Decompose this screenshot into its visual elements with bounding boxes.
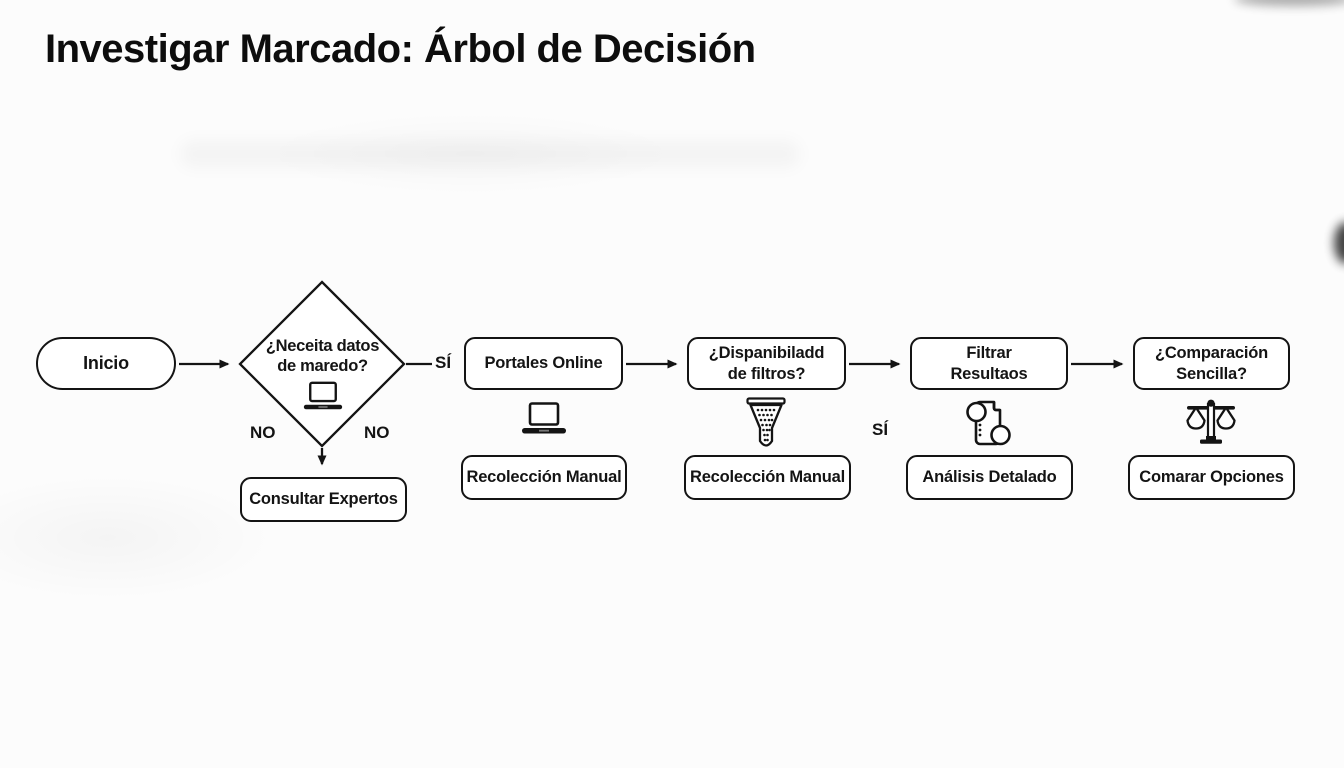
- node-start-label: Inicio: [83, 352, 129, 373]
- node-comparacion-line2: Sencilla?: [1176, 364, 1247, 383]
- laptop-icon: [301, 381, 345, 417]
- node-analisis: Análisis Detalado: [906, 455, 1073, 500]
- node-recoleccion-1-label: Recolección Manual: [466, 468, 622, 487]
- node-recoleccion-1: Recolección Manual: [461, 455, 627, 500]
- node-comparacion-line1: ¿Comparación: [1154, 344, 1269, 363]
- funnel-icon: [746, 397, 786, 451]
- page-title: Investigar Marcado: Árbol de Decisión: [45, 27, 756, 71]
- node-comparar-label: Comarar Opciones: [1139, 468, 1284, 487]
- node-comparacion: ¿Comparación Sencilla?: [1133, 337, 1290, 390]
- node-recoleccion-2: Recolección Manual: [684, 455, 851, 500]
- node-filtros-line2: de filtros?: [727, 364, 806, 383]
- node-filtrar-line2: Resultaos: [950, 364, 1028, 383]
- edge-label-si-middle: SÍ: [872, 420, 889, 439]
- node-filtrar: Filtrar Resultaos: [910, 337, 1068, 390]
- laptop-icon: [520, 400, 568, 438]
- scales-icon: [1183, 398, 1239, 445]
- node-decision-datos: ¿Neceita datos de maredo?: [244, 336, 401, 434]
- node-consultar-label: Consultar Expertos: [249, 490, 398, 509]
- edge-label-si-decision: SÍ: [435, 353, 452, 372]
- node-filtros-line1: ¿Dispanibiladd: [708, 344, 825, 363]
- decision-label-line1: ¿Neceita datos: [265, 337, 380, 355]
- node-analisis-label: Análisis Detalado: [922, 468, 1057, 487]
- edge-label-no-right: NO: [364, 423, 390, 442]
- node-filtrar-line1: Filtrar: [966, 344, 1012, 363]
- node-consultar: Consultar Expertos: [240, 477, 407, 522]
- node-filtros: ¿Dispanibiladd de filtros?: [687, 337, 846, 390]
- node-start: Inicio: [36, 337, 176, 390]
- node-portales: Portales Online: [464, 337, 623, 390]
- node-recoleccion-2-label: Recolección Manual: [689, 468, 846, 487]
- node-comparar: Comarar Opciones: [1128, 455, 1295, 500]
- decision-label-line2: de maredo?: [277, 357, 368, 376]
- receipt-search-icon: [965, 399, 1013, 449]
- node-portales-label: Portales Online: [484, 354, 603, 373]
- decision-diamond: [238, 280, 406, 448]
- edge-label-no-left: NO: [250, 423, 276, 442]
